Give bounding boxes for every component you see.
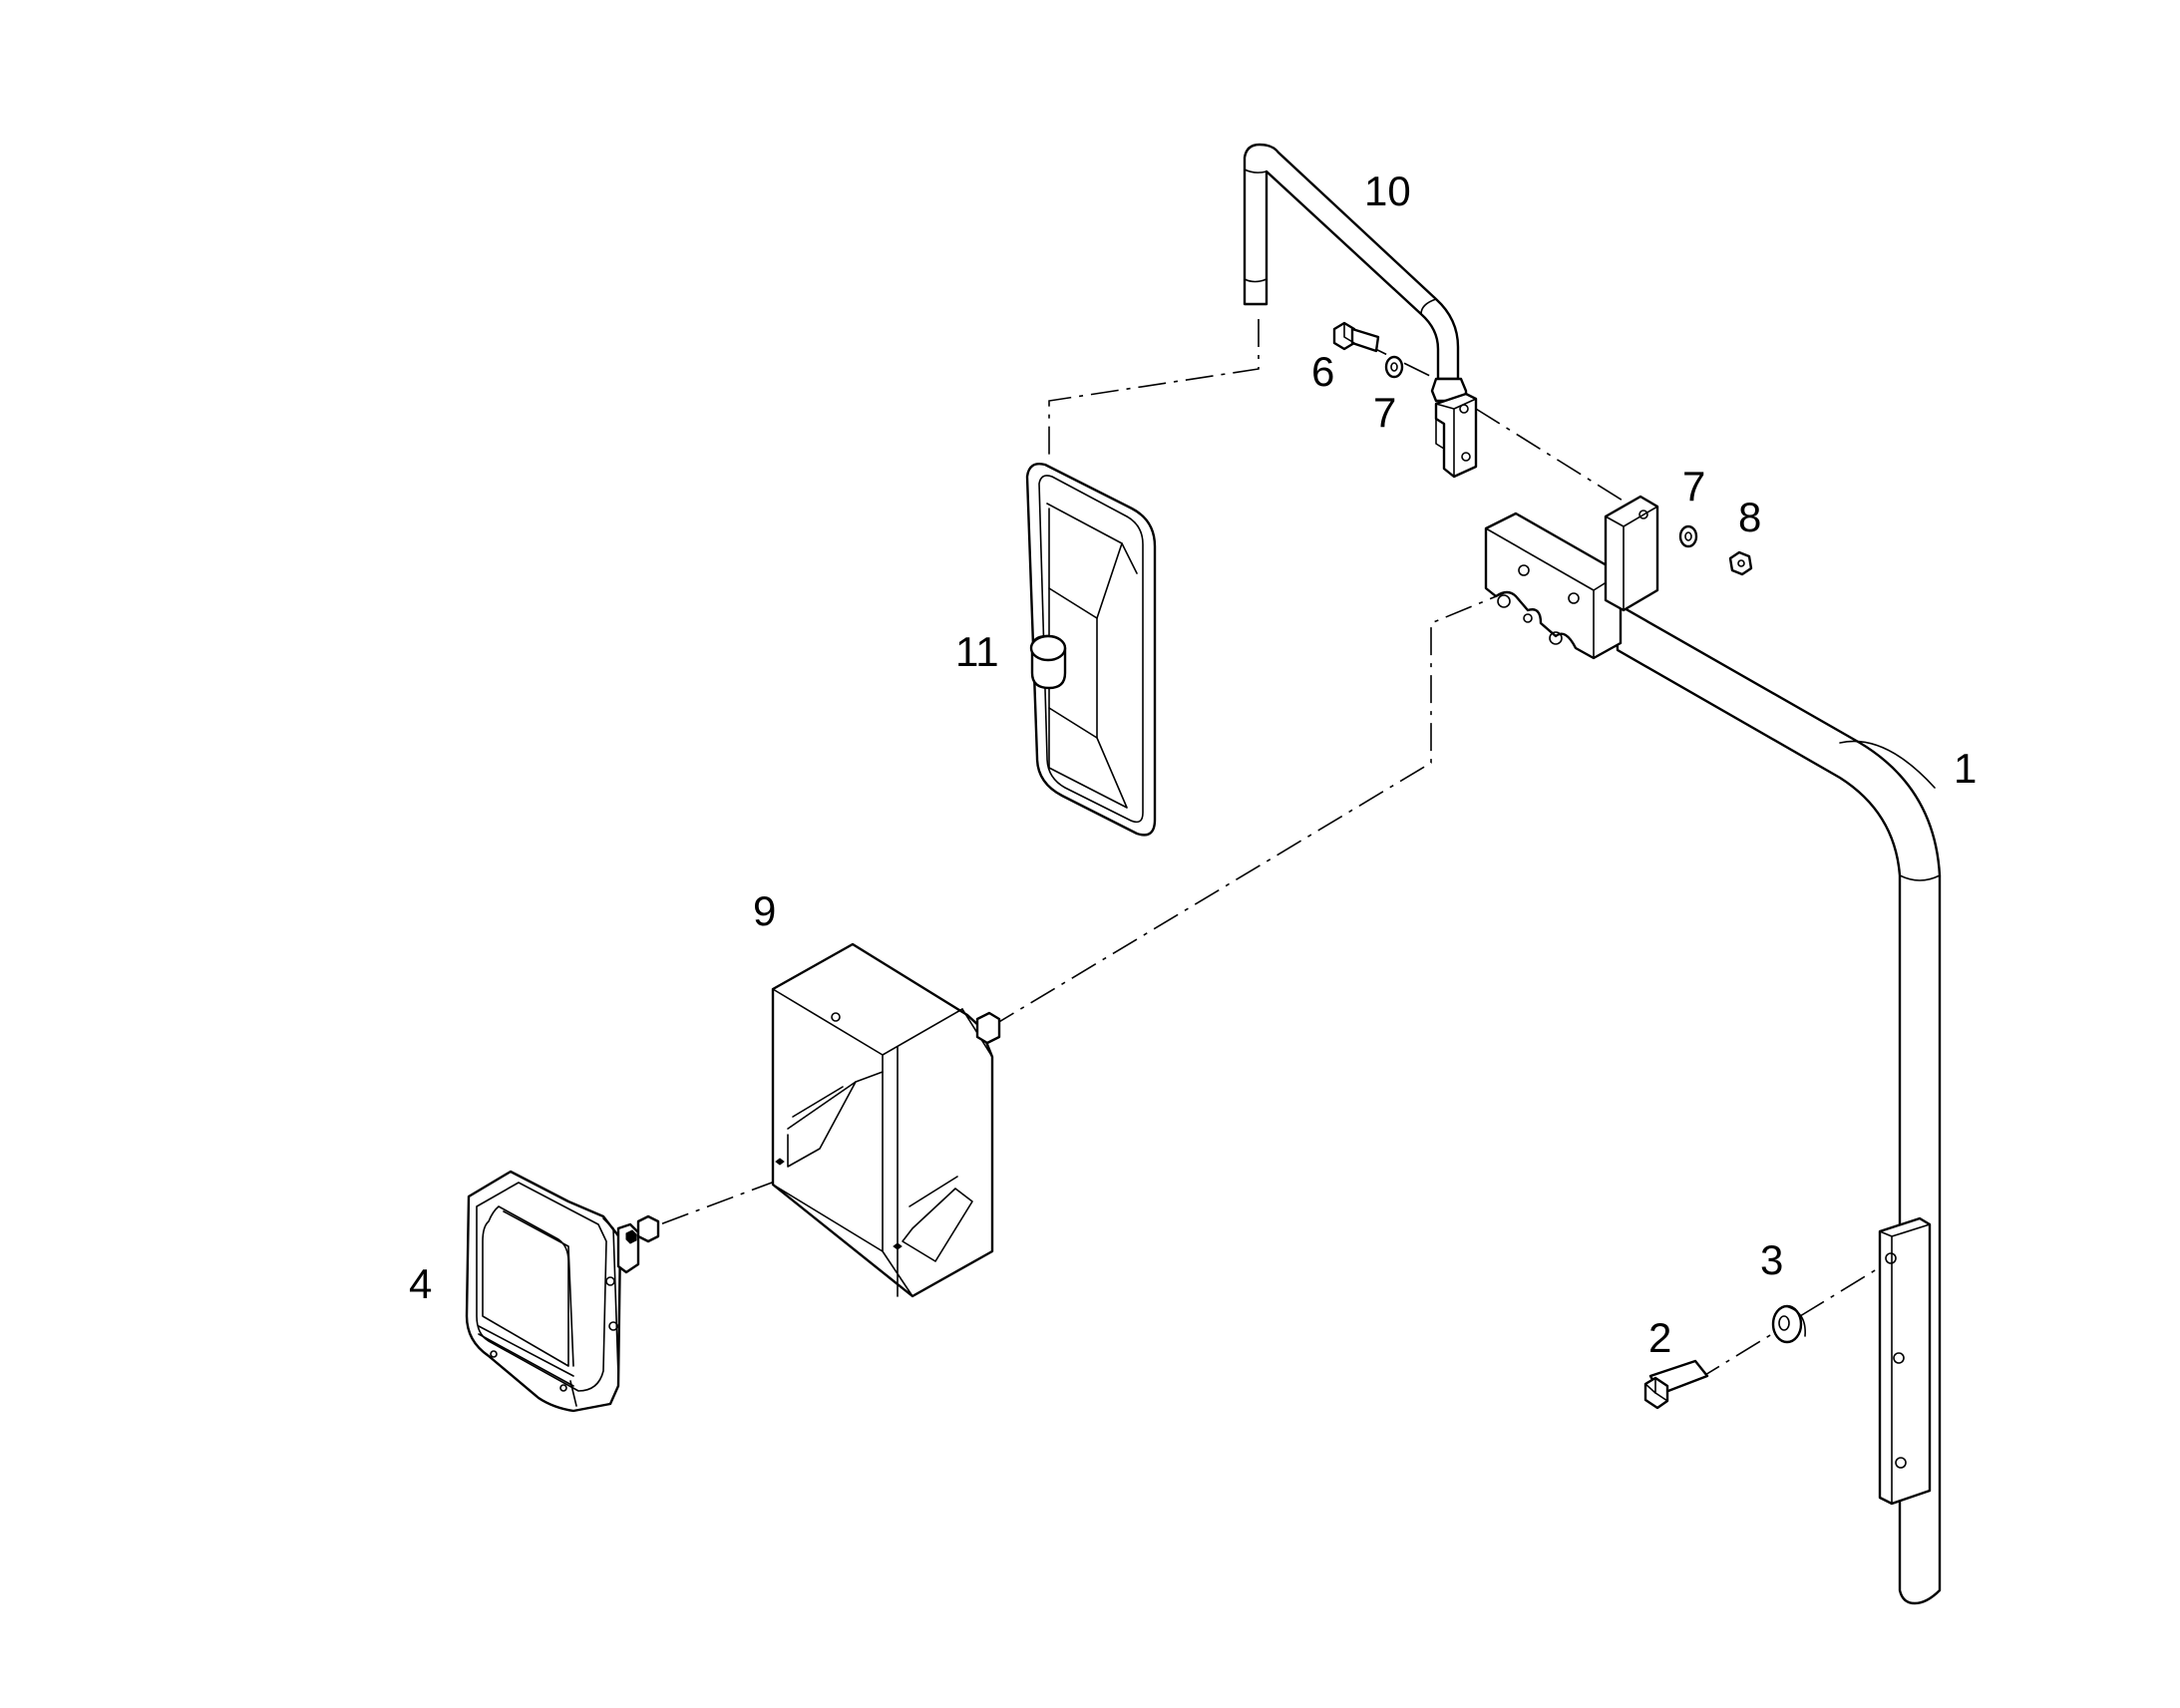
leader-bracket-to-housing (981, 587, 1517, 1033)
callout-7-right: 7 (1682, 463, 1705, 510)
callout-8: 8 (1738, 494, 1761, 540)
washer-3 (1771, 1304, 1806, 1344)
support-pipe (1484, 495, 1942, 1605)
leader-housing-to-lamp (627, 1146, 869, 1237)
callout-3: 3 (1760, 1236, 1783, 1283)
lamp-housing (771, 942, 1001, 1298)
callout-11: 11 (955, 628, 999, 675)
callout-labels: 1 2 3 4 6 7 7 8 9 10 11 (409, 168, 1977, 1361)
callout-1: 1 (1954, 745, 1977, 792)
callout-4: 4 (409, 1260, 432, 1307)
callout-2: 2 (1648, 1314, 1671, 1361)
washer-7-upper (1384, 355, 1404, 379)
leader-bolt-to-washer (1694, 1325, 1786, 1382)
leader-arm-to-bracket (1475, 408, 1636, 510)
callout-10: 10 (1364, 168, 1411, 214)
washer-7-right (1678, 524, 1698, 548)
leader-washer-to-plate (1799, 1260, 1891, 1317)
callout-7-upper: 7 (1373, 389, 1396, 436)
callout-9: 9 (753, 887, 776, 934)
nut-8 (1728, 550, 1753, 576)
mirror (1025, 463, 1157, 837)
mirror-arm (1243, 143, 1478, 479)
bolt-2 (1643, 1359, 1709, 1410)
leader-mirror-to-arm (1048, 319, 1260, 461)
bolt-6 (1332, 321, 1380, 353)
work-lamp (465, 1170, 660, 1413)
callout-6: 6 (1311, 348, 1334, 395)
